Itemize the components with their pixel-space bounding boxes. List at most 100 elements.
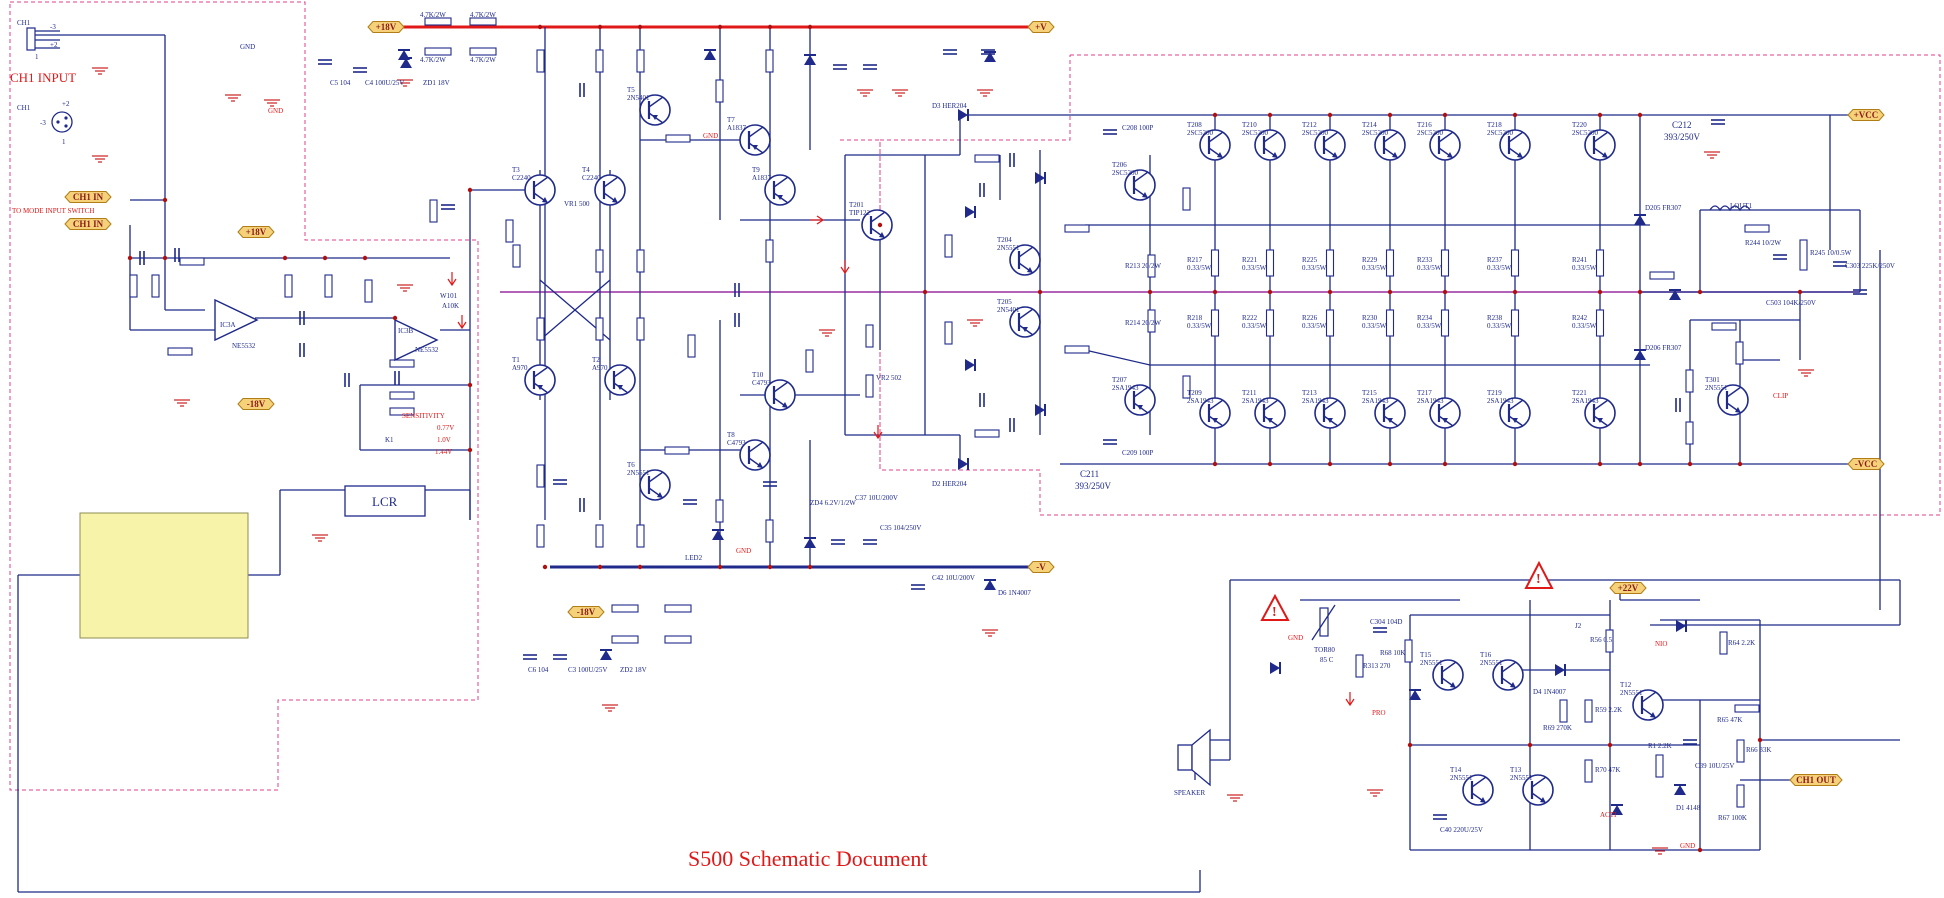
junction-dot bbox=[1387, 289, 1393, 295]
junction-dot bbox=[322, 255, 328, 261]
transistor-part: A1837 bbox=[752, 174, 772, 182]
transistor-part: 2N5551 bbox=[997, 244, 1020, 252]
d6-label: D6 1N4007 bbox=[998, 589, 1031, 597]
resistor-r203 bbox=[974, 154, 1000, 163]
transistor-t2 bbox=[604, 364, 636, 396]
resistor-r32 bbox=[595, 317, 604, 341]
junction-dot bbox=[1607, 742, 1613, 748]
transistor-name: T211 bbox=[1242, 389, 1257, 397]
junction-dot bbox=[1687, 461, 1693, 467]
junction-dot bbox=[1512, 112, 1518, 118]
transistor-collector bbox=[1323, 131, 1339, 143]
junction-dot bbox=[1327, 289, 1333, 295]
emitter-arrow bbox=[1142, 192, 1148, 198]
transistor-name: T16 bbox=[1480, 651, 1492, 659]
resistor-r37 bbox=[505, 219, 514, 243]
transistor-part: 2N5551 bbox=[1705, 384, 1728, 392]
junction-dot bbox=[1597, 461, 1603, 467]
resistor-r245 bbox=[1799, 239, 1808, 271]
r64-label: R64 2.2K bbox=[1728, 639, 1755, 647]
transistor-t6 bbox=[639, 469, 671, 501]
d2-label: D2 HER204 bbox=[932, 480, 967, 488]
diode-group bbox=[398, 49, 1687, 815]
warning-mark: ! bbox=[1272, 605, 1277, 620]
diode bbox=[965, 206, 975, 218]
transistor-name: T204 bbox=[997, 236, 1012, 244]
transistor-part: 2SC5200 bbox=[1187, 129, 1214, 137]
transistor-part: 2SA1943 bbox=[1302, 397, 1329, 405]
signal-arrow-head bbox=[873, 431, 883, 440]
transistor-collector bbox=[533, 366, 549, 378]
diode bbox=[1611, 805, 1623, 815]
emitter-res-value: 0.33/5W bbox=[1487, 264, 1512, 272]
transistor-name: T218 bbox=[1487, 121, 1502, 129]
transistor-collector bbox=[603, 176, 619, 188]
emitter-arrow bbox=[1480, 797, 1486, 803]
resistor-r304 bbox=[1711, 322, 1737, 331]
junction-dot bbox=[922, 289, 928, 295]
transistor-part: 2SC5200 bbox=[1112, 169, 1139, 177]
resistor-r302 bbox=[1685, 369, 1694, 393]
emitter-arrow bbox=[1267, 418, 1273, 423]
emitter-arrow bbox=[1387, 418, 1393, 423]
r59-label: R59 2.2K bbox=[1595, 706, 1622, 714]
emitter-arrow bbox=[1022, 327, 1028, 332]
junction-dot bbox=[1737, 461, 1743, 467]
net-tag-plus18-op bbox=[237, 226, 275, 238]
resistor-emitter bbox=[1440, 249, 1450, 277]
junction-dot bbox=[1037, 289, 1043, 295]
transistor-name: T4 bbox=[582, 166, 590, 174]
transistor-name: T13 bbox=[1510, 766, 1522, 774]
emitter-res-value: 0.33/5W bbox=[1187, 264, 1212, 272]
resistor-emitter bbox=[1325, 249, 1335, 277]
clip-label: CLIP bbox=[1773, 392, 1788, 400]
transistor-collector bbox=[1018, 308, 1034, 320]
transistor-t14 bbox=[1462, 774, 1494, 806]
transistor-name: T217 bbox=[1417, 389, 1432, 397]
transistor-t10 bbox=[764, 379, 796, 411]
r245-label: R245 10/0.5W bbox=[1810, 249, 1852, 257]
emitter-arrow bbox=[617, 385, 623, 390]
resistor-4k7-f bbox=[664, 635, 692, 644]
resistor-r42 bbox=[665, 134, 691, 143]
opamp-ic3a bbox=[214, 298, 259, 342]
transistor-collector bbox=[1508, 399, 1524, 411]
emitter-arrow bbox=[752, 145, 758, 150]
net-tag-ch1-out bbox=[1789, 774, 1843, 786]
transistor-part: 2SC5200 bbox=[1362, 129, 1389, 137]
transistor-collector bbox=[1133, 386, 1149, 398]
resistor-4k7-a bbox=[424, 17, 452, 26]
transistor-part: 2N5551 bbox=[1510, 774, 1533, 782]
junction-dot bbox=[1212, 112, 1218, 118]
emitter-arrow bbox=[1392, 152, 1398, 158]
diode bbox=[1035, 172, 1045, 184]
ic3b-part: NE5532 bbox=[415, 346, 439, 354]
transistor-t206 bbox=[1124, 169, 1156, 201]
transistor-part: 2N5551 bbox=[1480, 659, 1503, 667]
gnd-label: GND bbox=[240, 43, 255, 51]
junction-dot bbox=[362, 255, 368, 261]
r68-label: R68 10K bbox=[1380, 649, 1405, 657]
resistor-r43 bbox=[664, 446, 690, 455]
resistor-r26 bbox=[636, 49, 645, 73]
document-title: S500 Schematic Document bbox=[688, 846, 928, 871]
resistor-r29 bbox=[715, 79, 724, 103]
junction-dot bbox=[637, 564, 643, 570]
resistor-r214 bbox=[1147, 309, 1156, 333]
c37-label: C37 10U/200V bbox=[855, 494, 898, 502]
vr2-label: VR2 502 bbox=[876, 374, 902, 382]
net-tag-plus-v-top bbox=[1027, 21, 1055, 33]
opamp-ic3b bbox=[394, 318, 439, 362]
net-tag-minus18-bot bbox=[567, 606, 605, 618]
transistor-part: A970 bbox=[512, 364, 528, 372]
warning-icon bbox=[1260, 593, 1290, 621]
emitter-res-value: 0.33/5W bbox=[1302, 264, 1327, 272]
wire bbox=[539, 279, 611, 341]
output-section-outline bbox=[879, 54, 1941, 516]
junction-dot bbox=[807, 564, 813, 570]
diode bbox=[958, 109, 968, 121]
emitter-arrow bbox=[537, 385, 543, 390]
junction-dot bbox=[1442, 461, 1448, 467]
d1-label: D1 4148 bbox=[1676, 804, 1701, 812]
